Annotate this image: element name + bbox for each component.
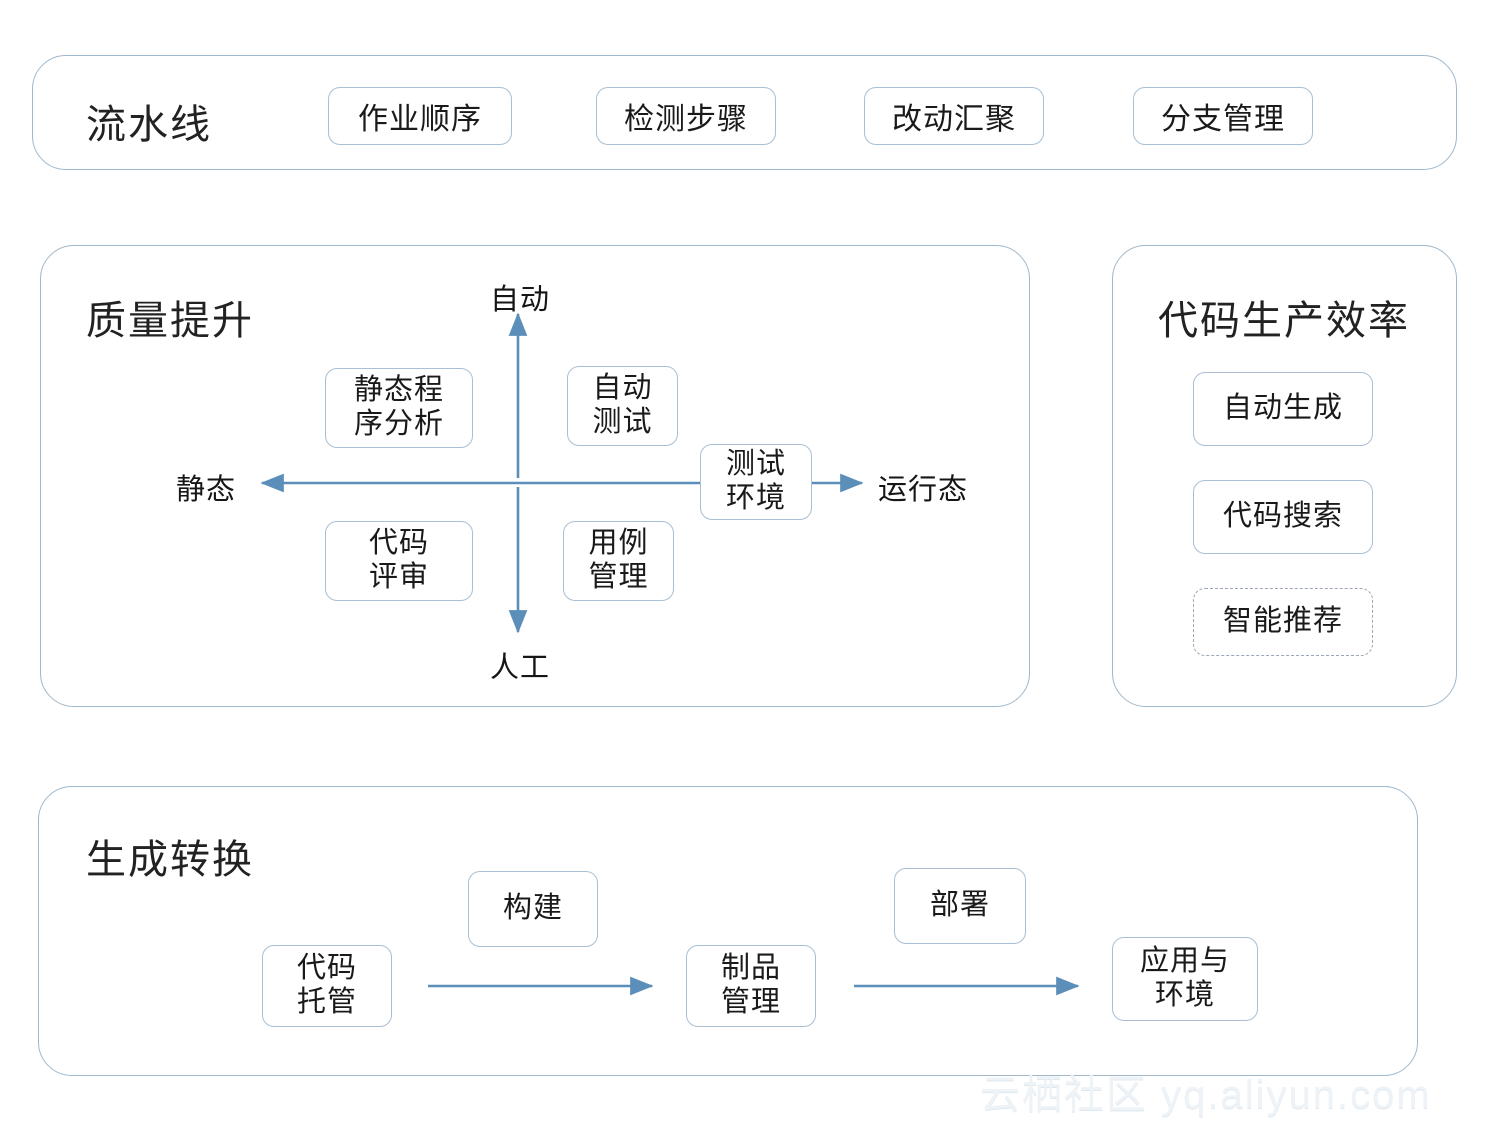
panel-build-deploy bbox=[38, 786, 1418, 1076]
node-auto-generate[interactable]: 自动生成 bbox=[1193, 372, 1373, 446]
node-line: 环境 bbox=[725, 482, 786, 514]
quality-title: 质量提升 bbox=[86, 298, 254, 343]
node-application-environment[interactable]: 应用与 环境 bbox=[1112, 937, 1258, 1021]
node-label: 代码搜索 bbox=[1222, 500, 1343, 533]
node-static-program-analysis[interactable]: 静态程 序分析 bbox=[325, 368, 473, 448]
watermark: 云栖社区 yq.aliyun.com bbox=[980, 1073, 1432, 1117]
node-test-environment[interactable]: 测试 环境 bbox=[700, 444, 812, 520]
chip-check-steps[interactable]: 检测步骤 bbox=[596, 87, 776, 145]
node-line: 静态程 bbox=[353, 374, 444, 407]
node-line: 代码 bbox=[368, 527, 429, 560]
node-line: 管理 bbox=[588, 561, 649, 593]
axis-label-bottom: 人工 bbox=[490, 652, 551, 684]
chip-branch-management[interactable]: 分支管理 bbox=[1133, 87, 1313, 145]
pipeline-title: 流水线 bbox=[86, 102, 212, 147]
node-smart-recommendation[interactable]: 智能推荐 bbox=[1193, 588, 1373, 656]
node-line: 托管 bbox=[296, 986, 357, 1018]
node-line: 自动 bbox=[592, 372, 653, 405]
node-automated-test[interactable]: 自动 测试 bbox=[567, 366, 678, 446]
axis-label-right: 运行态 bbox=[878, 474, 969, 506]
node-label: 部署 bbox=[929, 889, 990, 922]
node-build-label[interactable]: 构建 bbox=[468, 871, 598, 947]
node-line: 管理 bbox=[720, 986, 781, 1018]
chip-job-sequence[interactable]: 作业顺序 bbox=[328, 87, 512, 145]
panel-quality bbox=[40, 245, 1030, 707]
node-line: 测试 bbox=[592, 406, 653, 438]
node-line: 测试 bbox=[725, 448, 786, 481]
panel-code-efficiency bbox=[1112, 245, 1457, 707]
axis-label-top: 自动 bbox=[490, 284, 551, 316]
node-code-search[interactable]: 代码搜索 bbox=[1193, 480, 1373, 554]
node-deploy-label[interactable]: 部署 bbox=[894, 868, 1026, 944]
node-label: 构建 bbox=[502, 892, 563, 925]
node-line: 用例 bbox=[588, 527, 649, 560]
axis-label-left: 静态 bbox=[176, 474, 237, 506]
node-line: 序分析 bbox=[353, 408, 444, 440]
node-line: 代码 bbox=[296, 952, 357, 985]
node-code-review[interactable]: 代码 评审 bbox=[325, 521, 473, 601]
node-line: 应用与 bbox=[1139, 945, 1230, 978]
node-label: 智能推荐 bbox=[1222, 605, 1343, 638]
node-artifact-management[interactable]: 制品 管理 bbox=[686, 945, 816, 1027]
node-code-hosting[interactable]: 代码 托管 bbox=[262, 945, 392, 1027]
code-efficiency-title: 代码生产效率 bbox=[1158, 298, 1410, 343]
build-deploy-title: 生成转换 bbox=[86, 837, 254, 882]
node-line: 环境 bbox=[1154, 979, 1215, 1011]
node-line: 制品 bbox=[720, 952, 781, 985]
node-case-management[interactable]: 用例 管理 bbox=[563, 521, 674, 601]
node-line: 评审 bbox=[368, 561, 429, 593]
node-label: 自动生成 bbox=[1222, 392, 1343, 425]
chip-change-merge[interactable]: 改动汇聚 bbox=[864, 87, 1044, 145]
